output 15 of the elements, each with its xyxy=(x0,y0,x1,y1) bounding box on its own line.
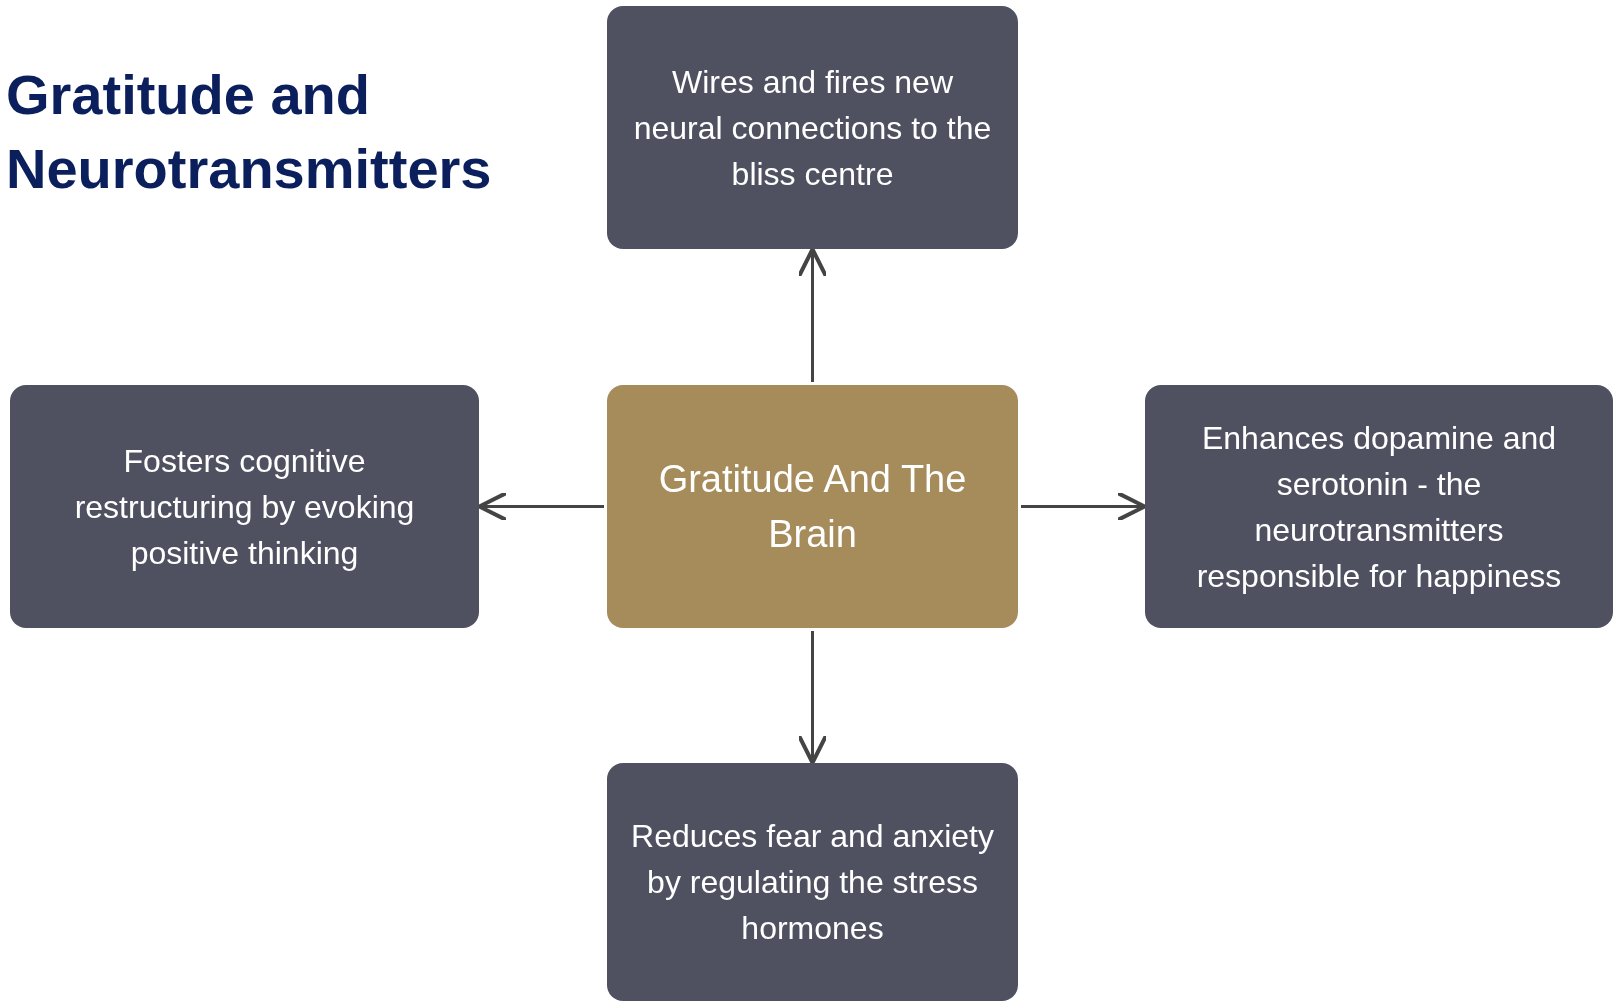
arrow xyxy=(477,491,604,523)
effect-box xyxy=(1145,385,1613,628)
effect-text: Enhances dopamine and serotonin - the neurotransmitters responsible for happiness xyxy=(1195,418,1563,596)
effect-box xyxy=(607,6,1018,249)
effect-text: Fosters cognitive restructuring by evoking positive thinking xyxy=(73,441,416,573)
arrow xyxy=(797,631,829,765)
title: Gratitude and Neurotransmitters xyxy=(6,62,493,202)
central-box xyxy=(607,385,1018,628)
central-label: Gratitude And The Brain xyxy=(657,456,968,557)
arrow xyxy=(1021,491,1147,523)
arrow xyxy=(797,247,829,382)
effect-box xyxy=(10,385,479,628)
effect-box xyxy=(607,763,1018,1001)
effect-text: Reduces fear and anxiety by regulating the stress hormones xyxy=(631,817,994,948)
effect-text: Wires and fires new neural connections to the bliss centre xyxy=(632,62,993,194)
